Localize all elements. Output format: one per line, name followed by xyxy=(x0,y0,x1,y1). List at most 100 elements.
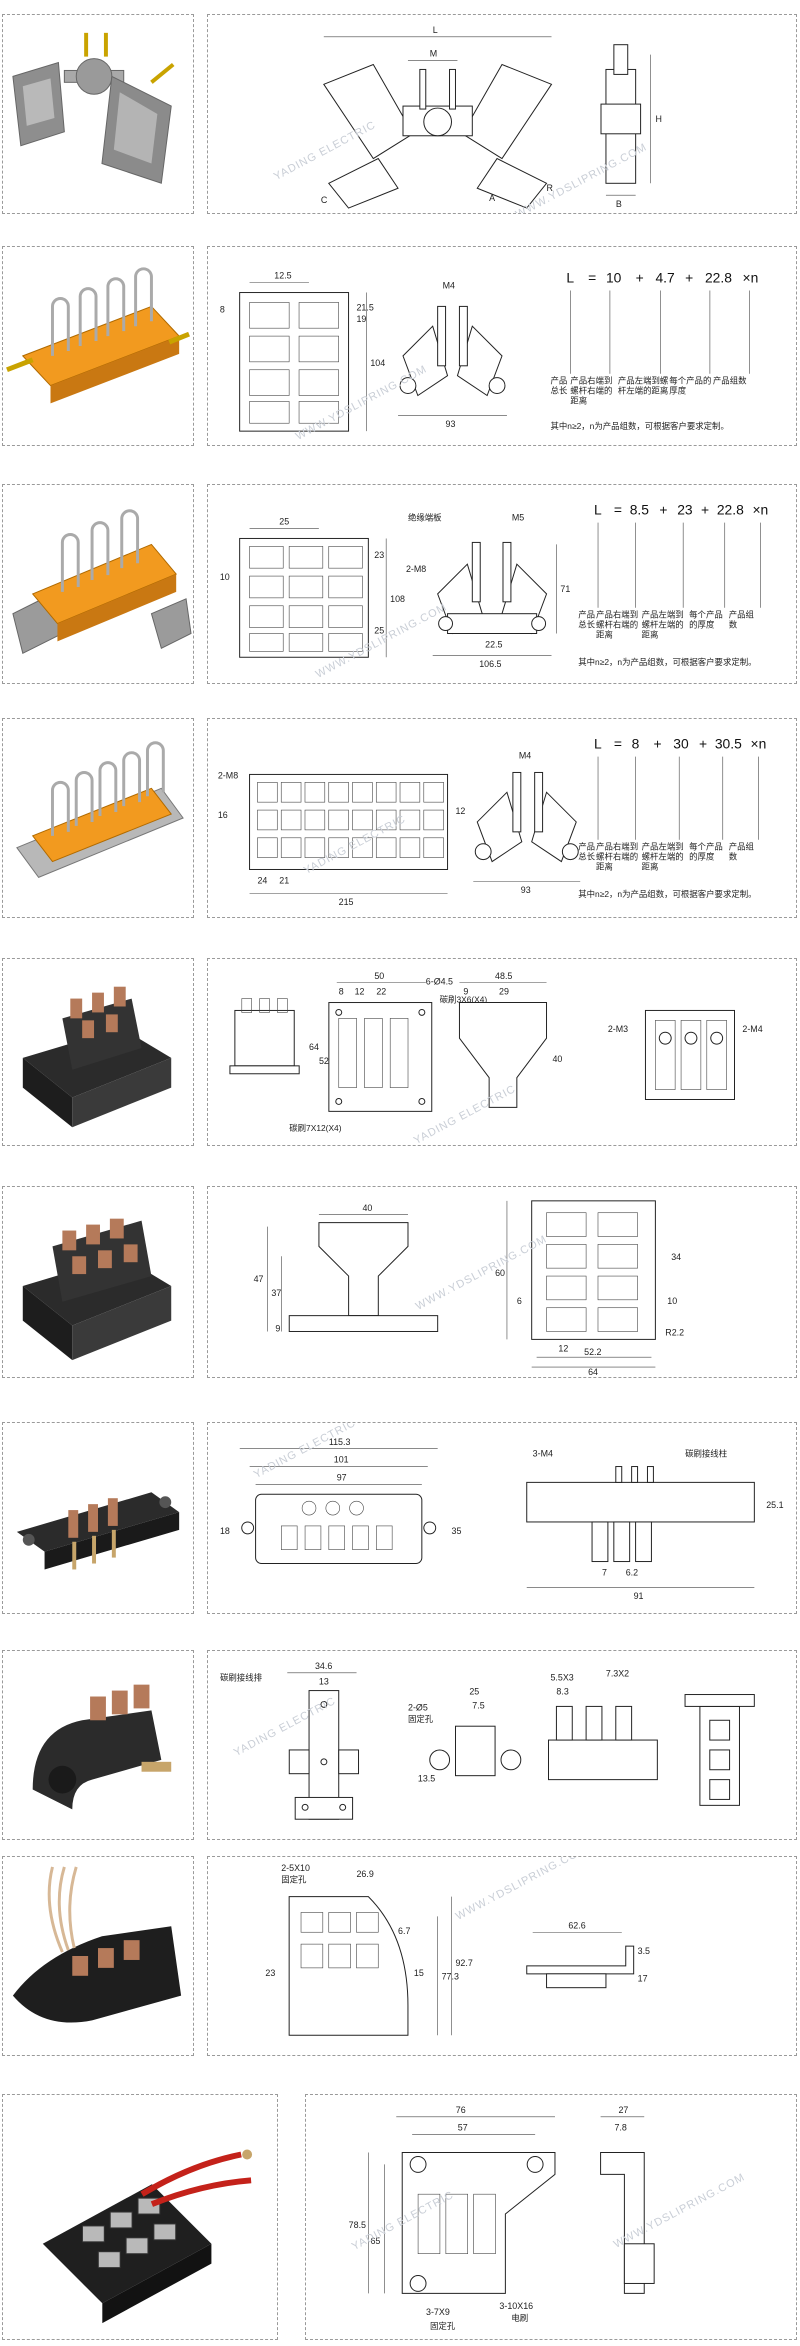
dim-12-5: 12.5 xyxy=(274,271,291,281)
product-photo-1 xyxy=(2,14,194,214)
dim-12: 12 xyxy=(355,987,365,997)
dim-64: 64 xyxy=(309,1042,319,1052)
dim-52: 52 xyxy=(319,1056,329,1066)
dim-16: 16 xyxy=(218,810,228,820)
svg-text:22.8: 22.8 xyxy=(717,502,744,518)
dim-8: 8 xyxy=(220,304,225,314)
svg-text:L: L xyxy=(594,502,602,518)
drawing-4: 2-M8 16 12 24 21 215 M4 93 L = 8 + 30 + … xyxy=(218,736,766,907)
drawing-panel-10: 76 27 57 7.8 78.5 65 3-7X9 固定孔 3-10X16 电… xyxy=(305,2094,797,2340)
dim-40: 40 xyxy=(552,1054,562,1064)
callout-brush-terminal: 碳刷接线柱 xyxy=(685,1449,728,1459)
dim-L: L xyxy=(433,25,438,35)
dim-3-10x16: 3-10X16 xyxy=(499,2301,533,2311)
svg-text:=: = xyxy=(614,736,622,752)
dim-9: 9 xyxy=(275,1323,280,1333)
dim-47: 47 xyxy=(254,1274,264,1284)
formula-3: L = 8.5 + 23 + 22.8 ×n xyxy=(594,502,768,518)
dim-M: M xyxy=(430,49,437,59)
dim-2-M4: 2-M4 xyxy=(742,1024,762,1034)
photo-7-illustration xyxy=(16,1492,180,1570)
dim-6-2: 6.2 xyxy=(626,1567,638,1577)
drawing-panel-7: 115.3 101 97 18 35 3-M4 碳刷接线柱 25.1 7 6.2… xyxy=(207,1422,797,1614)
drawing-panel-1: L M C A R H B YADING ELECTRIC WWW.YDSLIP… xyxy=(207,14,797,214)
svg-text:=: = xyxy=(614,502,622,518)
dim-2-M3: 2-M3 xyxy=(608,1024,628,1034)
dim-60: 60 xyxy=(495,1268,505,1278)
legend-total-length: 产品总长 xyxy=(550,375,568,396)
dim-25-side: 25 xyxy=(374,626,384,636)
product-photo-9 xyxy=(2,1856,194,2056)
callout-brush-3x6: 碳刷3X6(X4) xyxy=(440,995,488,1005)
dim-25-top: 25 xyxy=(279,517,289,527)
svg-text:+: + xyxy=(701,502,709,518)
legend-group-count: 产品组数 xyxy=(728,609,754,630)
dim-91: 91 xyxy=(634,1591,644,1601)
dim-37: 37 xyxy=(271,1288,281,1298)
drawing-9: 2-5X10 固定孔 26.9 6.7 77.3 92.7 23 15 62.6… xyxy=(265,1863,650,2036)
svg-text:L: L xyxy=(594,736,602,752)
dim-7-3x2: 7.3X2 xyxy=(606,1669,629,1679)
dim-8: 8 xyxy=(339,987,344,997)
svg-text:+: + xyxy=(699,736,707,752)
dim-64: 64 xyxy=(588,1367,598,1377)
legend-total-length: 产品总长 xyxy=(578,609,596,630)
dim-22: 22 xyxy=(376,987,386,997)
callout-brush-terminal-row: 碳刷接线排 xyxy=(220,1673,263,1683)
dim-57: 57 xyxy=(458,2123,468,2133)
dim-101: 101 xyxy=(334,1455,349,1465)
dim-C: C xyxy=(321,195,328,205)
dim-3-5: 3.5 xyxy=(638,1946,650,1956)
dim-2-slot: 2-5X10 xyxy=(281,1863,310,1873)
svg-text:8: 8 xyxy=(632,736,640,752)
dim-23: 23 xyxy=(265,1968,275,1978)
callout-fixing-hole: 固定孔 xyxy=(281,1875,307,1885)
legend-group-count: 产品组数 xyxy=(728,841,754,862)
product-photo-8 xyxy=(2,1650,194,1840)
formula-note-3: 其中n≥2，n为产品组数，可根据客户要求定制。 xyxy=(578,657,756,667)
dim-6-hole: 6-Ø4.5 xyxy=(426,977,453,987)
dim-34: 34 xyxy=(671,1252,681,1262)
dim-93: 93 xyxy=(446,419,456,429)
dim-92-7: 92.7 xyxy=(455,1958,472,1968)
dim-12: 12 xyxy=(455,806,465,816)
product-photo-7 xyxy=(2,1422,194,1614)
legend-total-length: 产品总长 xyxy=(578,841,596,862)
drawing-5: 50 8 12 22 6-Ø4.5 碳刷3X6(X4) 64 52 碳刷7X12… xyxy=(229,971,763,1133)
photo-8-illustration xyxy=(32,1684,172,1810)
formula-note-2: 其中n≥2，n为产品组数，可根据客户要求定制。 xyxy=(551,421,729,431)
drawing-panel-3: 25 10 23 108 25 绝缘端板 M5 2-M8 71 22.5 106… xyxy=(207,484,797,684)
dim-48-5: 48.5 xyxy=(495,971,512,981)
dim-78-5: 78.5 xyxy=(349,2220,366,2230)
photo-1-illustration xyxy=(12,32,175,184)
svg-text:+: + xyxy=(653,736,661,752)
callout-fixing-hole: 固定孔 xyxy=(408,1714,434,1724)
legend-group-count: 产品组数 xyxy=(712,375,747,386)
legend-right-distance: 产品右端到螺杆右端的距离 xyxy=(596,841,639,872)
dim-3-7x9: 3-7X9 xyxy=(426,2307,450,2317)
product-photo-2 xyxy=(2,246,194,446)
dim-R: R xyxy=(547,183,554,193)
drawing-panel-4: 2-M8 16 12 24 21 215 M4 93 L = 8 + 30 + … xyxy=(207,718,797,918)
legend-thickness: 每个产品的厚度 xyxy=(689,841,723,862)
svg-text:+: + xyxy=(685,270,693,286)
svg-text:4.7: 4.7 xyxy=(655,270,675,286)
dim-25-1: 25.1 xyxy=(766,1500,783,1510)
legend-thickness: 每个产品的厚度 xyxy=(689,609,723,630)
dim-13-5: 13.5 xyxy=(418,1774,435,1784)
callout-insulation-plate: 绝缘端板 xyxy=(408,513,442,523)
dim-22-5: 22.5 xyxy=(485,639,502,649)
dim-13: 13 xyxy=(319,1677,329,1687)
product-photo-3 xyxy=(2,484,194,684)
svg-text:×n: ×n xyxy=(752,502,768,518)
drawing-2: 12.5 8 21.5 19 104 M4 93 L = 10 + 4.7 + … xyxy=(220,270,758,432)
dim-7-5: 7.5 xyxy=(472,1700,484,1710)
dim-6: 6 xyxy=(517,1296,522,1306)
product-photo-6 xyxy=(2,1186,194,1378)
dim-215: 215 xyxy=(339,897,354,907)
dim-62-6: 62.6 xyxy=(568,1920,585,1930)
dim-R2-2: R2.2 xyxy=(665,1327,684,1337)
dim-29: 29 xyxy=(499,987,509,997)
svg-text:×n: ×n xyxy=(750,736,766,752)
dim-97: 97 xyxy=(337,1472,347,1482)
